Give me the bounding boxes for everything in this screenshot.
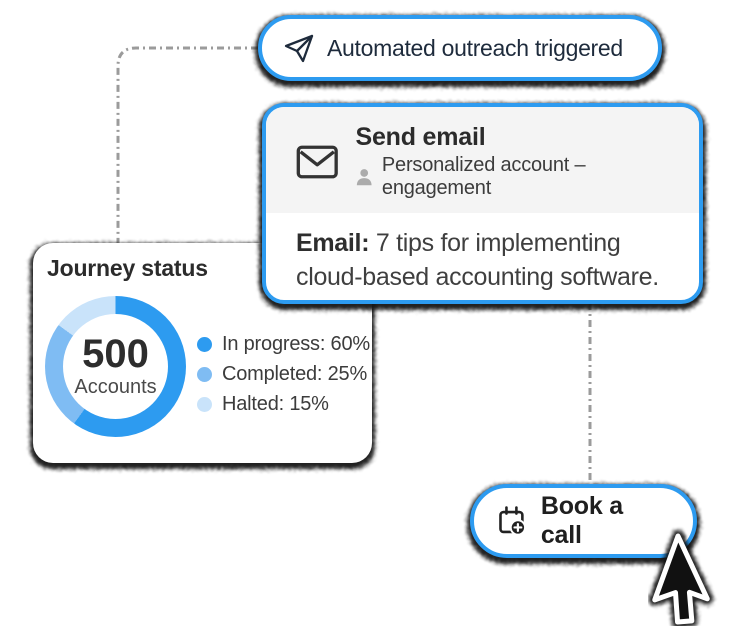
legend-label: Completed: 25% [222,363,368,385]
legend-dot [197,397,212,412]
connector-outreach-to-journey [116,46,258,246]
send-icon [284,34,314,63]
automated-outreach-pill[interactable]: Automated outreach triggered [255,15,665,87]
donut-center: 500 Accounts [63,314,168,419]
legend-row: In progress: 60% [197,333,370,356]
email-card-body: Email: 7 tips for implementing cloud-bas… [266,213,699,294]
book-a-call-button[interactable]: Book a call [467,484,700,564]
journey-status-title: Journey status [47,255,208,281]
donut-center-label: Accounts [74,376,157,398]
calendar-plus-icon [499,506,527,536]
email-body-text: 7 tips for implementing cloud-based acco… [296,229,659,291]
cursor-arrow-icon [648,516,750,626]
person-icon [357,169,373,186]
donut-legend: In progress: 60% Completed: 25% Halted: … [197,333,370,416]
email-card-subtitle: Personalized account – engagement [381,154,586,199]
legend-row: Halted: 15% [197,393,370,416]
legend-label: Halted: 15% [222,393,329,415]
journey-donut-chart: 500 Accounts [45,296,186,437]
send-email-card: Send email Personalized account – engage… [259,103,706,310]
outreach-label: Automated outreach triggered [327,34,623,61]
legend-row: Completed: 25% [197,363,370,386]
legend-label: In progress: 60% [222,333,370,355]
email-card-title: Send email [355,123,486,151]
legend-dot [197,367,212,382]
envelope-icon [296,145,338,179]
email-card-header: Send email Personalized account – engage… [266,107,699,213]
legend-dot [197,337,212,352]
book-call-label: Book a call [540,492,623,549]
donut-center-value: 500 [82,332,149,376]
email-body-label: Email: [296,229,370,257]
